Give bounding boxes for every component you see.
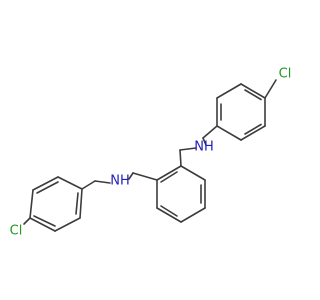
- central-benzene-ring: [156, 165, 206, 223]
- top-linker-bonds: [179, 79, 277, 167]
- chlorine-atom-label-top: Cl: [279, 67, 292, 82]
- amine-nh-label-top: NH: [194, 140, 214, 155]
- lower-chlorophenyl-ring: [23, 176, 83, 232]
- bottom-linker-bonds: [81, 172, 158, 190]
- chemical-structure-diagram: Cl NH NH Cl: [10, 67, 292, 239]
- upper-chlorophenyl-ring: [216, 83, 266, 141]
- amine-nh-label-bottom: NH: [110, 174, 130, 189]
- chlorine-atom-label-bottom: Cl: [10, 224, 23, 239]
